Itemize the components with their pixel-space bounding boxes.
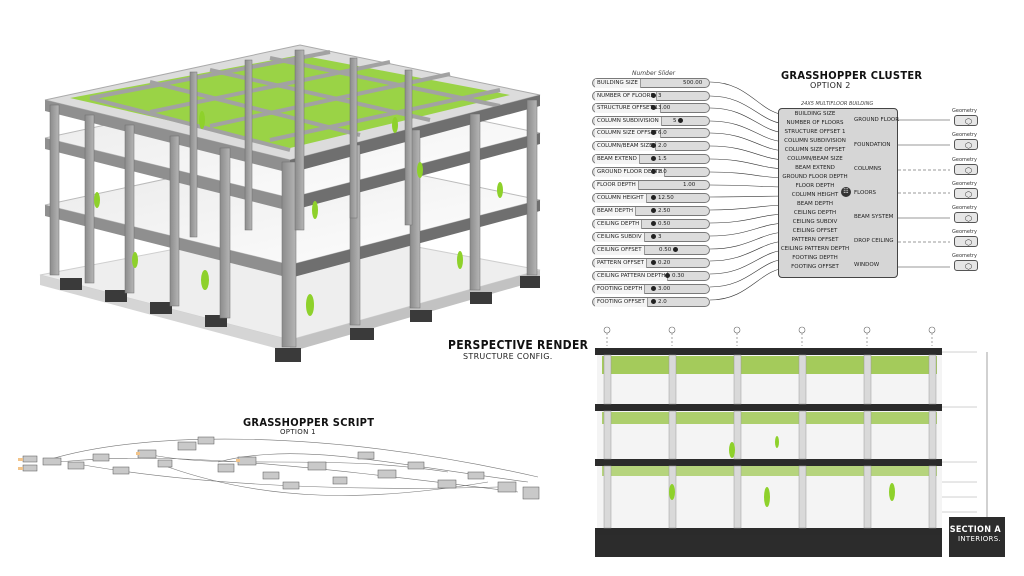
geometry-param[interactable]: Geometry⬡ — [952, 205, 978, 223]
hexagon-icon: ⬡ — [965, 190, 972, 199]
section-label-badge: SECTION A INTERIORS. — [949, 517, 1005, 557]
geometry-param[interactable]: Geometry⬡ — [952, 253, 978, 271]
section-drawing — [595, 326, 988, 557]
hexagon-icon: ⬡ — [965, 141, 972, 150]
perspective-render — [39, 44, 541, 362]
hexagon-icon: ⬡ — [965, 117, 972, 126]
script-title: GRASSHOPPER SCRIPT — [243, 416, 375, 429]
perspective-title: PERSPECTIVE RENDER — [448, 338, 589, 352]
hexagon-icon: ⬡ — [965, 214, 972, 223]
geometry-param[interactable]: Geometry⬡ — [952, 108, 978, 126]
slider-header: Number Slider — [632, 70, 676, 77]
script-subtitle: OPTION 1 — [280, 428, 316, 436]
geometry-param[interactable]: Geometry⬡ — [952, 181, 978, 199]
geometry-param[interactable]: Geometry⬡ — [952, 132, 978, 150]
perspective-subtitle: STRUCTURE CONFIG. — [463, 352, 553, 361]
hexagon-icon: ⬡ — [965, 166, 972, 175]
hexagon-icon: ⬡ — [965, 238, 972, 247]
section-title: SECTION A — [949, 525, 1001, 535]
grasshopper-script-graph — [18, 436, 540, 500]
cluster-title: GRASSHOPPER CLUSTER — [781, 69, 923, 82]
cluster-subtitle: OPTION 2 — [810, 81, 851, 90]
cluster-component[interactable]: 24X5 MULTIFLOOR BUILDING ☷ — [778, 101, 898, 278]
hexagon-icon: ⬡ — [965, 262, 972, 271]
geometry-param[interactable]: Geometry⬡ — [952, 229, 978, 247]
cluster-component-icon: ☷ — [841, 187, 851, 197]
cluster-component-name: 24X5 MULTIFLOOR BUILDING — [801, 101, 874, 107]
geometry-param[interactable]: Geometry⬡ — [952, 157, 978, 175]
section-subtitle: INTERIORS. — [958, 535, 1001, 543]
